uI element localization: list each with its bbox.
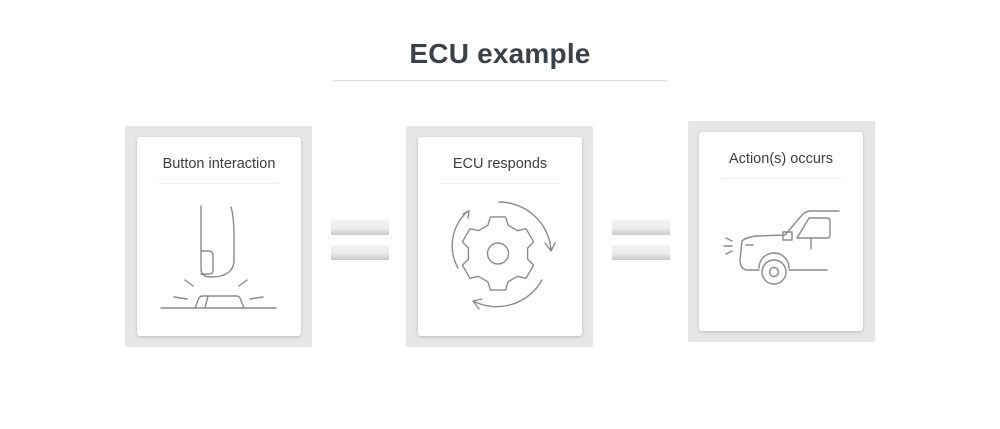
- step-label-divider: [721, 178, 841, 179]
- step-label: Action(s) occurs: [729, 151, 833, 167]
- car-headlights-icon: [723, 210, 840, 285]
- equals-bar-top: [331, 220, 389, 235]
- step-label: Button interaction: [162, 156, 276, 172]
- equals-sign-icon: [612, 220, 670, 260]
- equals-bar-bottom: [331, 245, 389, 260]
- step-label-divider: [440, 183, 560, 184]
- equals-sign-icon: [331, 220, 389, 260]
- step-card-ecu-responds: ECU responds: [418, 137, 582, 336]
- step-label: ECU responds: [452, 156, 548, 172]
- step-card-button-interaction: Button interaction: [137, 137, 301, 336]
- title-divider: [333, 80, 667, 81]
- page-title: ECU example: [409, 38, 591, 69]
- finger-press-button-icon: [160, 205, 277, 309]
- rotating-gear-icon: [451, 201, 556, 310]
- step-card-actions-occur: Action(s) occurs: [699, 132, 863, 331]
- equals-bar-top: [612, 220, 670, 235]
- step-label-divider: [159, 183, 279, 184]
- equals-bar-bottom: [612, 245, 670, 260]
